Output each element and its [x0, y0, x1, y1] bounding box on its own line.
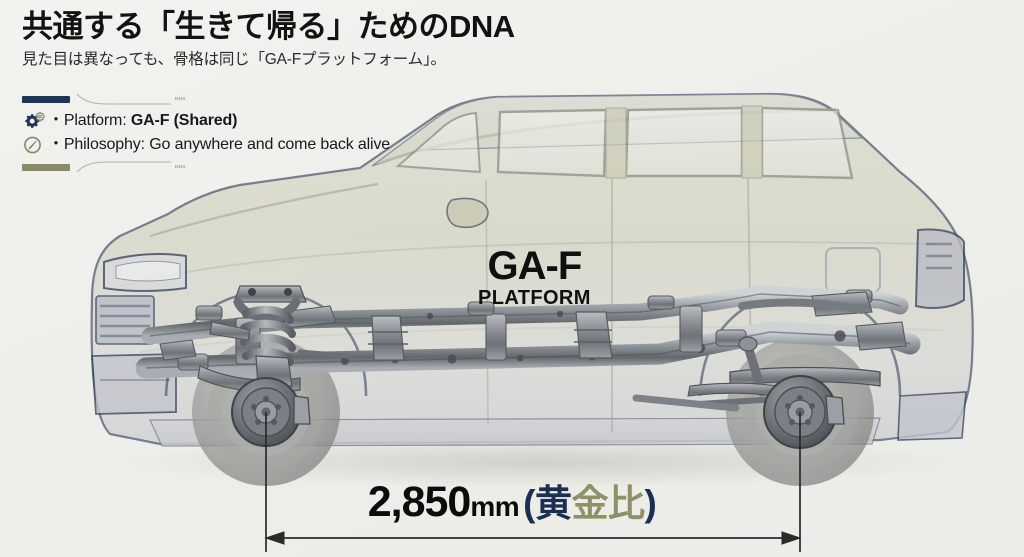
- dimension-note-open: (: [523, 483, 535, 524]
- wheelbase-dimension-lines: [264, 412, 802, 552]
- legend-top-rule-label: DNA: [175, 95, 186, 101]
- legend-bottom-rule: DNA: [22, 160, 422, 174]
- gear-icon: [22, 110, 48, 132]
- legend-item-philosophy: ・Philosophy: Go anywhere and come back a…: [22, 133, 422, 157]
- legend-bottom-rule-bar: [22, 163, 70, 171]
- vehicle-glasshouse: [395, 105, 854, 432]
- dimension-arrow-right: [781, 531, 802, 545]
- dimension-value: 2,850: [367, 478, 472, 526]
- dimension-note-part2: 金比: [571, 483, 645, 524]
- legend-item-philosophy-text: ・Philosophy: Go anywhere and come back a…: [48, 137, 390, 153]
- page-title: 共通する「生きて帰る」ためのDNA: [22, 9, 515, 44]
- legend-bullet: ・: [48, 112, 64, 129]
- legend-bottom-rule-tail: [75, 160, 173, 174]
- platform-wordmark-sub: PLATFORM: [478, 287, 591, 309]
- dimension-note: (黄金比): [523, 483, 657, 524]
- vehicle-rear-end: [825, 228, 967, 441]
- legend-bottom-rule-label: DNA: [175, 163, 186, 169]
- page-subtitle: 見た目は異なっても、骨格は同じ「GA-Fプラットフォーム」。: [22, 50, 446, 68]
- platform-wordmark-main: GA-F: [487, 244, 583, 288]
- dimension-note-part1: 黄: [534, 483, 572, 524]
- platform-wordmark: GA-F PLATFORM: [478, 246, 591, 308]
- legend-top-rule-bar: [22, 95, 70, 103]
- dimension-unit: mm: [470, 491, 520, 522]
- dimension-arrow-left: [264, 531, 285, 545]
- legend-item-platform-text: ・Platform: GA-F (Shared): [48, 113, 237, 129]
- legend-item-philosophy-value: Go anywhere and come back alive: [149, 136, 391, 153]
- legend-item-platform-value: GA-F (Shared): [130, 112, 238, 129]
- legend-item-philosophy-label: Philosophy:: [63, 136, 145, 153]
- legend-top-rule-tail: [75, 92, 173, 106]
- legend-item-platform-label: Platform:: [63, 112, 127, 129]
- dimension-note-close: ): [644, 483, 657, 524]
- legend-item-platform: ・Platform: GA-F (Shared): [22, 109, 422, 133]
- legend-block: DNA ・Platform: GA-F (Sh: [22, 92, 422, 174]
- legend-item-list: ・Platform: GA-F (Shared) ・Philosophy: Go…: [22, 109, 422, 157]
- front-suspension-assembly: [197, 285, 351, 447]
- body-mounts: [177, 289, 873, 371]
- legend-top-rule: DNA: [22, 92, 422, 106]
- legend-bullet: ・: [48, 136, 64, 153]
- header-block: 共通する「生きて帰る」ためのDNA 見た目は異なっても、骨格は同じ「GA-Fプラ…: [22, 9, 662, 69]
- wheelbase-dimension-label: 2,850mm(黄金比): [0, 481, 1024, 524]
- compass-icon: [22, 134, 48, 156]
